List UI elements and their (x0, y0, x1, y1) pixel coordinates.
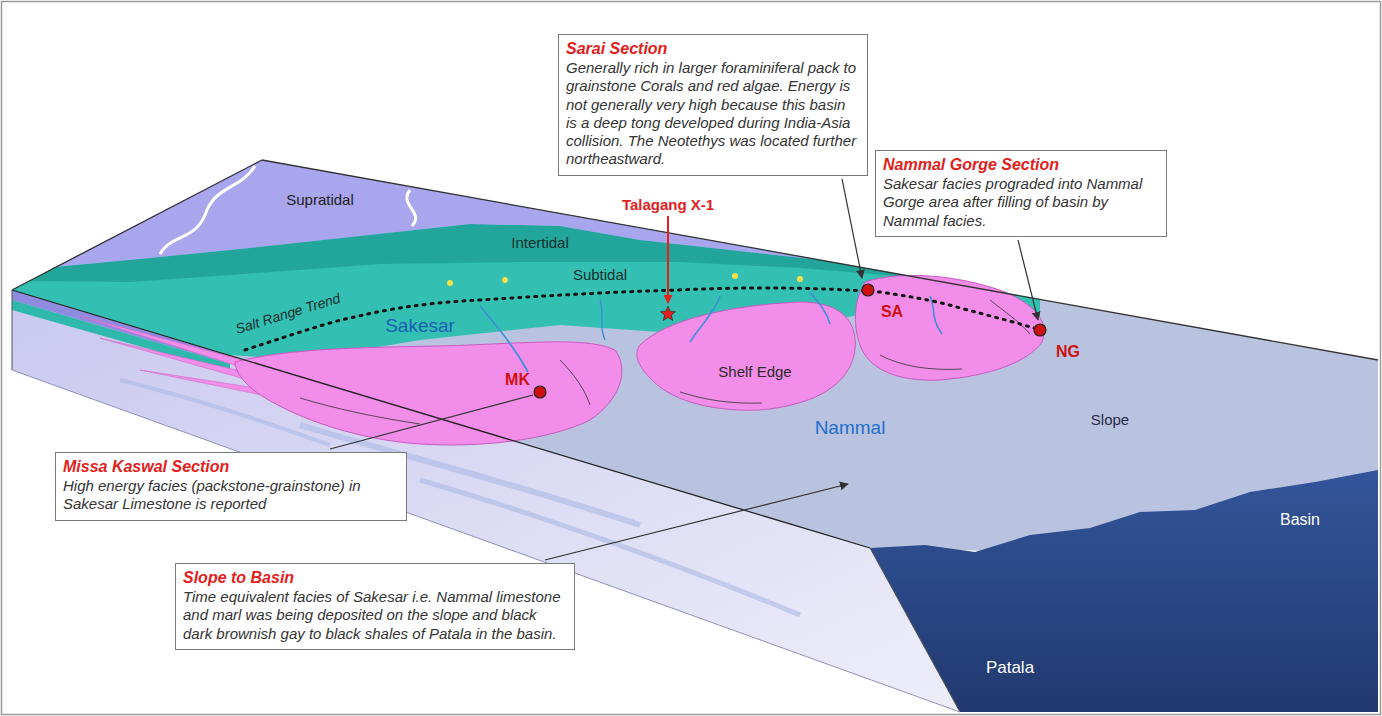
section-marker-label: SA (881, 303, 903, 321)
block-edge (870, 548, 960, 712)
section-marker-label: MK (505, 371, 530, 389)
callout-box: Slope to BasinTime equivalent facies of … (175, 563, 575, 650)
callout-body: Time equivalent facies of Sakesar i.e. N… (183, 588, 567, 643)
callout-body: High energy facies (packstone-grainstone… (63, 477, 399, 514)
callout-box: Nammal Gorge SectionSakesar facies progr… (875, 150, 1167, 237)
lobe-streak (300, 398, 420, 424)
block-edge (12, 160, 262, 290)
section-dot (1034, 324, 1046, 336)
yellow-dot (502, 277, 508, 283)
callout-heading: Nammal Gorge Section (883, 155, 1159, 175)
river (407, 190, 416, 226)
lobe-streak (560, 360, 590, 405)
block-edge (12, 370, 960, 712)
block-edge (262, 160, 1378, 360)
zone-label: Basin (1280, 511, 1320, 529)
well-arrow (667, 216, 669, 303)
section-marker-label: NG (1056, 343, 1080, 361)
formation-label: Sakesar (385, 316, 455, 337)
channel (690, 296, 720, 342)
lobe-streak (680, 392, 762, 403)
trend-line (245, 288, 1040, 350)
zone-label: Shelf Edge (718, 364, 791, 381)
zone-label: Supratidal (286, 192, 354, 209)
slope-surface (12, 160, 1378, 560)
section-dot (862, 284, 874, 296)
sakesar-lobe (855, 275, 1044, 380)
channel (480, 306, 528, 372)
zone-label: Subtidal (573, 267, 627, 284)
leader-line (842, 179, 862, 278)
block-edge (12, 290, 870, 548)
block-edge (12, 290, 13, 370)
lobe-streak (880, 355, 962, 369)
zone-label: Slope (1091, 412, 1129, 429)
callout-box: Missa Kaswal SectionHigh energy facies (… (55, 452, 407, 521)
callout-heading: Sarai Section (566, 39, 860, 59)
sakesar-lobe (637, 302, 856, 410)
leader-line (1018, 240, 1038, 320)
callout-body: Sakesar facies prograded into Nammal Gor… (883, 175, 1159, 230)
supratidal-surface (55, 160, 820, 267)
well-star (660, 306, 675, 320)
callout-heading: Missa Kaswal Section (63, 457, 399, 477)
section-dot (534, 386, 546, 398)
yellow-dot (447, 280, 453, 286)
sakesar-lobe (235, 342, 622, 445)
yellow-dot (732, 273, 738, 279)
callout-box: Sarai SectionGenerally rich in larger fo… (558, 34, 868, 176)
callout-body: Generally rich in larger foraminiferal p… (566, 59, 860, 169)
river (160, 166, 255, 254)
channel (810, 292, 830, 324)
leader-line (545, 484, 848, 560)
callout-heading: Slope to Basin (183, 568, 567, 588)
channel (600, 300, 605, 340)
well-label: Talagang X-1 (622, 197, 714, 214)
leader-line (330, 395, 533, 449)
formation-label: Nammal (815, 418, 886, 439)
basin-surface (870, 470, 1378, 712)
zone-label: Intertidal (511, 235, 569, 252)
yellow-dot (797, 276, 803, 282)
formation-label: Patala (986, 659, 1034, 678)
